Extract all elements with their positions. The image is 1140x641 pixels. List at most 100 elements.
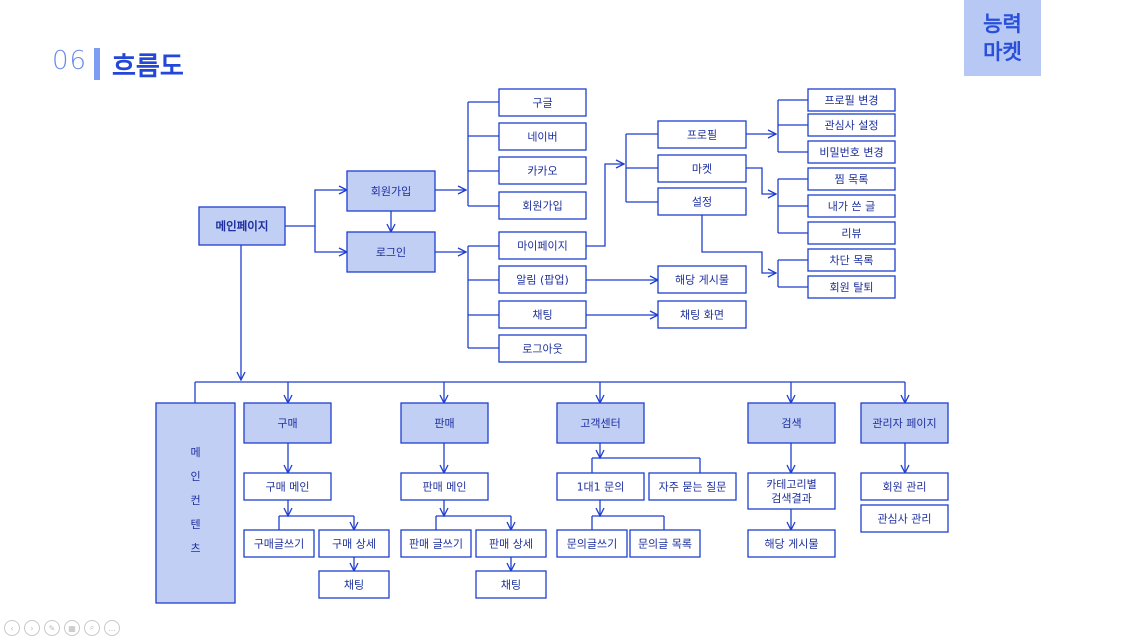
node-label: 구매 — [277, 417, 297, 430]
node-frame — [556, 472, 645, 501]
connector — [586, 164, 624, 247]
node-sell-main: 판매 메인 — [400, 472, 489, 501]
connector — [314, 226, 347, 252]
node-label: 문의글쓰기 — [567, 538, 618, 551]
node-label: 마이페이지 — [517, 240, 568, 253]
node-login: 로그인 — [346, 231, 436, 273]
node-label: 채팅 — [344, 579, 364, 592]
node-alarm: 알림 (팝업) — [498, 265, 587, 294]
node-google: 구글 — [498, 88, 587, 117]
pen-icon[interactable]: ✎ — [44, 620, 60, 636]
node-frame — [807, 194, 896, 218]
node-my-posts: 내가 쓴 글 — [807, 194, 896, 218]
node-buy-detail: 구매 상세 — [318, 529, 390, 558]
zoom-icon[interactable]: ⌕ — [84, 620, 100, 636]
node-label: 회원가입 — [522, 200, 562, 213]
prev-slide-icon[interactable]: ‹ — [4, 620, 20, 636]
slides-icon[interactable]: ▦ — [64, 620, 80, 636]
node-frame — [860, 472, 949, 501]
node-member-manage: 회원 관리 — [860, 472, 949, 501]
node-chat-screen: 채팅 화면 — [657, 300, 747, 329]
node-frame — [648, 472, 737, 501]
node-label: 판매 상세 — [489, 538, 533, 551]
node-label: 고객센터 — [580, 417, 620, 430]
node-label: 설정 — [692, 196, 712, 209]
node-frame — [807, 88, 896, 112]
node-logout: 로그아웃 — [498, 334, 587, 363]
node-kakao: 카카오 — [498, 156, 587, 185]
node-frame — [657, 154, 747, 183]
node-label: 채팅 — [501, 579, 521, 592]
node-label: 마켓 — [692, 163, 712, 176]
node-block-list: 차단 목록 — [807, 248, 896, 272]
node-frame — [498, 156, 587, 185]
node-label: 판매 메인 — [423, 481, 467, 494]
node-search: 검색 — [747, 402, 836, 444]
node-label: 찜 목록 — [835, 173, 869, 186]
node-label: 회원 관리 — [883, 481, 927, 494]
section-number: 06 — [52, 46, 88, 76]
node-label: 로그아웃 — [522, 343, 562, 356]
node-label: 구매 메인 — [266, 481, 310, 494]
node-frame — [747, 529, 836, 558]
section-divider — [94, 48, 100, 80]
node-frame — [155, 402, 236, 604]
node-interest-setting: 관심사 설정 — [807, 113, 896, 137]
node-frame — [747, 402, 836, 444]
node-frame — [657, 120, 747, 149]
node-frame — [198, 206, 286, 246]
next-slide-icon[interactable]: › — [24, 620, 40, 636]
node-withdraw: 회원 탈퇴 — [807, 275, 896, 299]
node-label: 비밀번호 변경 — [819, 146, 883, 159]
node-settings: 설정 — [657, 187, 747, 216]
node-sell-write: 판매 글쓰기 — [400, 529, 472, 558]
node-frame — [657, 300, 747, 329]
node-frame — [807, 248, 896, 272]
node-frame — [400, 529, 472, 558]
node-frame — [860, 402, 949, 444]
more-icon[interactable]: … — [104, 620, 120, 636]
node-label: 관리자 페이지 — [872, 417, 936, 430]
node-label: 회원가입 — [371, 185, 411, 198]
node-buy-main: 구매 메인 — [243, 472, 332, 501]
node-label: 구글 — [532, 97, 552, 110]
node-frame — [556, 529, 628, 558]
node-frame — [657, 265, 747, 294]
node-sell: 판매 — [400, 402, 489, 444]
node-frame — [629, 529, 701, 558]
logo-line-2: 마켓 — [983, 40, 1022, 64]
page-title: 흐름도 — [112, 52, 184, 82]
connector — [701, 215, 776, 273]
node-label: 관심사 설정 — [824, 119, 878, 132]
node-frame — [475, 529, 547, 558]
node-frame — [243, 472, 332, 501]
node-frame — [860, 504, 949, 533]
node-frame — [318, 570, 390, 599]
node-label: 채팅 화면 — [680, 309, 724, 322]
node-inquiry-list: 문의글 목록 — [629, 529, 701, 558]
node-label: 자주 묻는 질문 — [659, 481, 727, 494]
node-signup: 회원가입 — [346, 170, 436, 212]
node-frame — [475, 570, 547, 599]
node-frame — [498, 265, 587, 294]
node-frame — [243, 402, 332, 444]
node-label: 1대1 문의 — [577, 481, 625, 494]
node-frame — [346, 231, 436, 273]
node-profile: 프로필 — [657, 120, 747, 149]
node-frame — [498, 122, 587, 151]
presentation-controls[interactable]: ‹ › ✎ ▦ ⌕ … — [4, 620, 120, 636]
node-frame — [498, 231, 587, 260]
node-label: 채팅 — [532, 309, 552, 322]
node-search-post: 해당 게시물 — [747, 529, 836, 558]
node-label: 차단 목록 — [830, 254, 874, 267]
node-buy: 구매 — [243, 402, 332, 444]
node-frame — [556, 402, 645, 444]
node-label: 판매 — [434, 417, 454, 430]
node-market: 마켓 — [657, 154, 747, 183]
node-label: 해당 게시물 — [675, 273, 729, 287]
node-sell-detail: 판매 상세 — [475, 529, 547, 558]
node-label: 로그인 — [376, 246, 406, 259]
